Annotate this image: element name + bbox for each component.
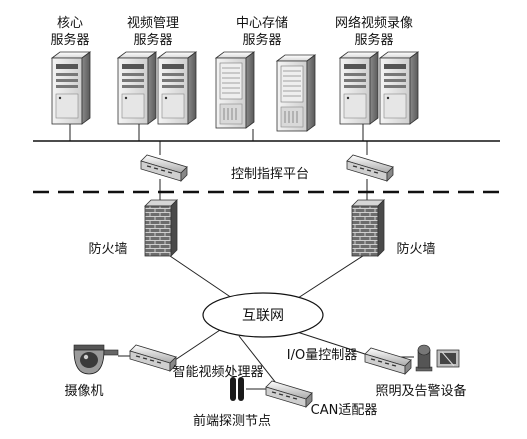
platform-switch-right-icon	[346, 154, 394, 182]
video-mgmt-server-icon	[117, 51, 197, 125]
can-adapter-icon	[265, 380, 313, 408]
internet-ellipse	[202, 292, 324, 338]
video-processor-label: 智能视频处理器	[172, 365, 263, 380]
nvr-server-label-2: 服务器	[354, 32, 393, 48]
core-server-label-1: 核心	[57, 16, 83, 31]
nvr-server-icon	[339, 51, 419, 125]
video-mgmt-server-label-2: 服务器	[133, 32, 172, 48]
frontend-node-icon	[230, 377, 244, 401]
lighting-alarm-label: 照明及告警设备	[375, 383, 466, 399]
internet-label: 互联网	[242, 308, 284, 324]
platform-switch-left-icon	[140, 154, 188, 182]
firewall-left-icon	[144, 199, 178, 257]
core-server-label-2: 服务器	[50, 32, 89, 48]
io-controller-icon	[364, 347, 412, 375]
camera-icon	[73, 344, 119, 375]
nvr-server-label-1: 网络视频录像	[335, 15, 413, 31]
firewall-right-label: 防火墙	[396, 241, 435, 257]
video-processor-icon	[129, 344, 177, 372]
camera-label: 摄像机	[64, 384, 103, 399]
core-server-icon	[51, 51, 91, 125]
central-storage-server-icon	[215, 51, 316, 132]
platform-label: 控制指挥平台	[231, 167, 309, 182]
central-storage-server-label-1: 中心存储	[236, 16, 288, 31]
can-adapter-label: CAN适配器	[311, 403, 378, 418]
video-mgmt-server-label-1: 视频管理	[127, 16, 179, 31]
frontend-node-label: 前端探测节点	[193, 413, 271, 429]
io-controller-label: I/O量控制器	[287, 348, 357, 363]
firewall-left-label: 防火墙	[88, 241, 127, 257]
central-storage-server-label-2: 服务器	[242, 32, 281, 48]
lighting-alarm-icon	[415, 344, 460, 372]
firewall-right-icon	[351, 199, 385, 257]
